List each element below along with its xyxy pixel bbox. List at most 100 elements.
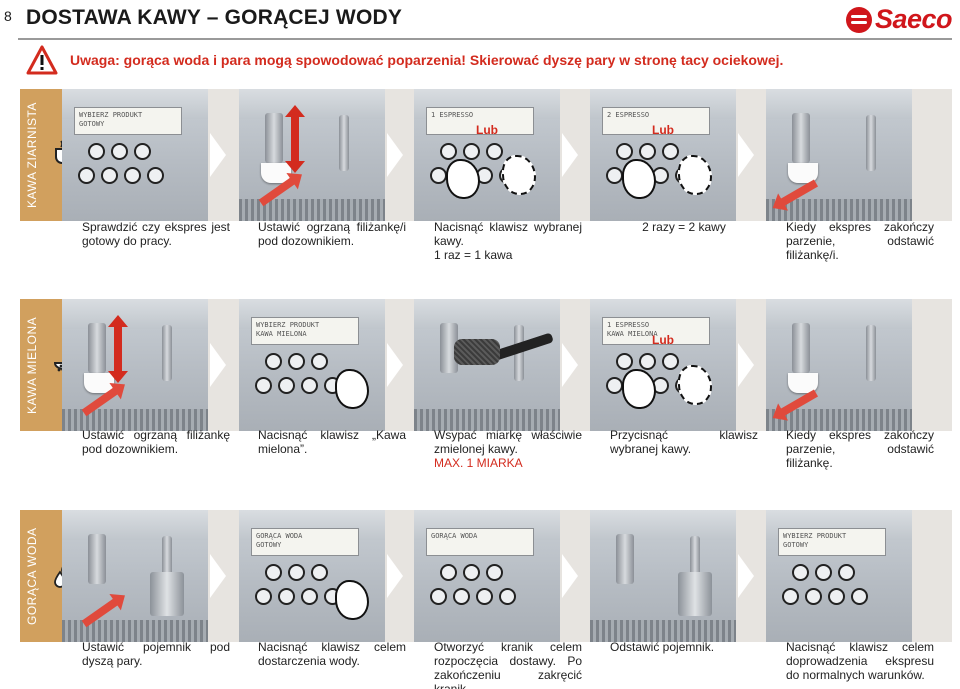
control-button[interactable] bbox=[124, 167, 141, 184]
control-button[interactable] bbox=[662, 143, 679, 160]
step-caption: Kiedy ekspres zakończy parzenie, odstawi… bbox=[786, 428, 934, 470]
control-button[interactable] bbox=[430, 588, 447, 605]
control-button[interactable] bbox=[311, 353, 328, 370]
control-button[interactable] bbox=[311, 564, 328, 581]
step-arrow-icon bbox=[387, 554, 403, 598]
step-caption: 2 razy = 2 kawy bbox=[610, 220, 758, 234]
control-button[interactable] bbox=[606, 377, 623, 394]
control-button[interactable] bbox=[147, 167, 164, 184]
machine-body bbox=[590, 510, 736, 540]
control-button[interactable] bbox=[486, 143, 503, 160]
display-line: GOTOWY bbox=[256, 541, 282, 549]
caption-text: Nacisnąć klawisz wybranej kawy. bbox=[434, 220, 582, 248]
caption-text: Wsypać miarkę właściwie zmielonej kawy. bbox=[434, 428, 582, 456]
control-button[interactable] bbox=[288, 353, 305, 370]
step-caption: Odstawić pojemnik. bbox=[610, 640, 758, 654]
control-button[interactable] bbox=[430, 167, 447, 184]
control-button[interactable] bbox=[463, 564, 480, 581]
section-label: KAWA ZIARNISTA bbox=[25, 102, 39, 208]
step-illustration bbox=[590, 510, 736, 642]
control-button[interactable] bbox=[639, 143, 656, 160]
pointing-hand-icon bbox=[335, 369, 369, 409]
brand-name: Saeco bbox=[874, 4, 953, 34]
control-button[interactable] bbox=[828, 588, 845, 605]
control-button[interactable] bbox=[134, 143, 151, 160]
caption-text: Odstawić pojemnik. bbox=[610, 640, 715, 654]
control-button[interactable] bbox=[111, 143, 128, 160]
step-caption: Nacisnąć klawisz „Kawa mielona”. bbox=[258, 428, 406, 456]
control-button[interactable] bbox=[851, 588, 868, 605]
control-button[interactable] bbox=[606, 167, 623, 184]
caption-note: MAX. 1 MIARKA bbox=[434, 456, 523, 470]
control-button[interactable] bbox=[278, 377, 295, 394]
control-button[interactable] bbox=[616, 143, 633, 160]
control-button[interactable] bbox=[792, 564, 809, 581]
caption-note: 1 raz = 1 kawa bbox=[434, 248, 513, 262]
control-button[interactable] bbox=[440, 143, 457, 160]
control-button[interactable] bbox=[662, 353, 679, 370]
display-line: WYBIERZ PRODUKT bbox=[783, 532, 847, 540]
coffee-spout bbox=[265, 113, 283, 163]
water-jug bbox=[150, 572, 184, 616]
control-button[interactable] bbox=[301, 377, 318, 394]
pointing-hand-icon bbox=[622, 369, 656, 409]
step-caption: Kiedy ekspres zakończy parzenie, odstawi… bbox=[786, 220, 934, 262]
caption-text: Ustawić ogrzaną filiżankę pod dozownikie… bbox=[82, 428, 230, 456]
control-button[interactable] bbox=[265, 353, 282, 370]
step-caption: Nacisnąć klawisz celem dostarczenia wody… bbox=[258, 640, 406, 668]
control-buttons-row bbox=[782, 588, 868, 605]
control-buttons-row bbox=[440, 143, 503, 160]
control-button[interactable] bbox=[88, 143, 105, 160]
control-button[interactable] bbox=[639, 353, 656, 370]
control-button[interactable] bbox=[463, 143, 480, 160]
step-arrow-icon bbox=[210, 554, 226, 598]
control-button[interactable] bbox=[805, 588, 822, 605]
control-button[interactable] bbox=[815, 564, 832, 581]
step-caption: Wsypać miarkę właściwie zmielonej kawy.M… bbox=[434, 428, 582, 470]
display-panel: GORĄCA WODA bbox=[426, 528, 534, 556]
step-illustration bbox=[766, 299, 912, 431]
step-illustration bbox=[766, 89, 912, 221]
step-arrow-icon bbox=[210, 133, 226, 177]
control-button[interactable] bbox=[616, 353, 633, 370]
control-button[interactable] bbox=[486, 564, 503, 581]
display-line: WYBIERZ PRODUKT bbox=[256, 321, 320, 329]
control-button[interactable] bbox=[453, 588, 470, 605]
display-line: 1 ESPRESSO bbox=[607, 321, 650, 329]
caption-text: Nacisnąć klawisz celem dostarczenia wody… bbox=[258, 640, 406, 668]
saeco-logo-icon bbox=[845, 6, 872, 33]
display-line: KAWA MIELONA bbox=[607, 330, 658, 338]
control-button[interactable] bbox=[476, 588, 493, 605]
control-button[interactable] bbox=[78, 167, 95, 184]
drip-tray bbox=[590, 620, 736, 642]
control-button[interactable] bbox=[265, 564, 282, 581]
pointing-hand-icon bbox=[335, 580, 369, 620]
steam-wand bbox=[162, 536, 172, 592]
display-line: GOTOWY bbox=[783, 541, 809, 549]
control-button[interactable] bbox=[255, 588, 272, 605]
control-button[interactable] bbox=[288, 564, 305, 581]
pointing-hand-icon bbox=[622, 159, 656, 199]
control-button[interactable] bbox=[101, 167, 118, 184]
control-button[interactable] bbox=[278, 588, 295, 605]
control-button[interactable] bbox=[782, 588, 799, 605]
step-arrow-icon bbox=[562, 133, 578, 177]
control-button[interactable] bbox=[440, 564, 457, 581]
control-button[interactable] bbox=[838, 564, 855, 581]
control-button[interactable] bbox=[499, 588, 516, 605]
machine-body bbox=[62, 510, 208, 540]
step-illustration bbox=[239, 89, 385, 221]
display-panel: 2 ESPRESSO bbox=[602, 107, 710, 135]
control-buttons-row bbox=[440, 564, 503, 581]
control-button[interactable] bbox=[255, 377, 272, 394]
control-button[interactable] bbox=[301, 588, 318, 605]
